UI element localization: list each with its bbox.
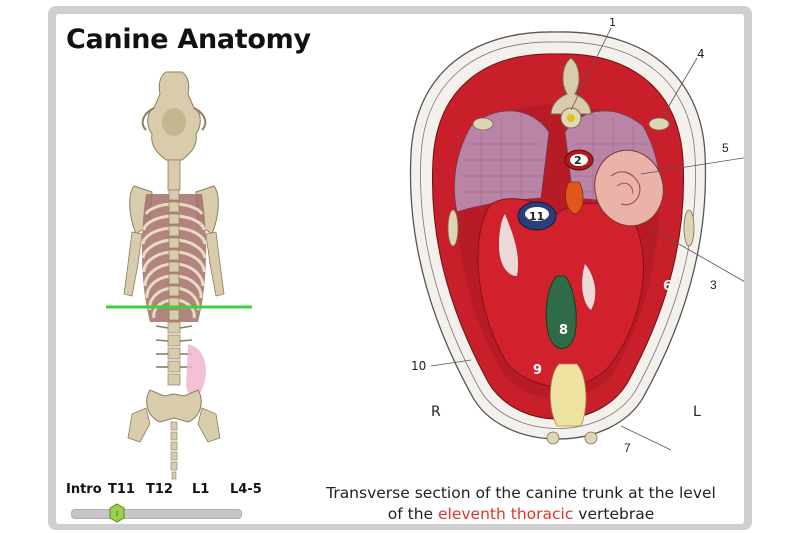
caption-line-1: Transverse section of the canine trunk a…	[311, 483, 731, 504]
caption-line-2-prefix: of the	[388, 505, 438, 523]
app-panel: Canine Anatomy	[56, 14, 744, 524]
slider-tick-labels: Intro T11 T12 L1 L4-5	[66, 482, 266, 500]
label-1: 1	[609, 16, 616, 29]
label-4: 4	[697, 47, 705, 61]
label-11: 11	[529, 210, 544, 223]
level-slider-track[interactable]	[71, 509, 242, 519]
caption-highlight: eleventh thoracic	[438, 505, 573, 523]
slider-stop-l1[interactable]: L1	[192, 482, 209, 497]
label-10: 10	[411, 359, 426, 373]
slider-stop-intro[interactable]: Intro	[66, 482, 102, 497]
section-caption: Transverse section of the canine trunk a…	[311, 483, 731, 524]
caption-line-2-suffix: vertebrae	[573, 505, 654, 523]
caption-line-2: of the eleventh thoracic vertebrae	[311, 504, 731, 524]
label-left-side: L	[693, 404, 701, 420]
svg-text:I: I	[116, 510, 118, 518]
transverse-section-illustration: 1 4 2 11 6 8 9 10 R L	[371, 14, 744, 474]
label-7: 7	[624, 441, 631, 455]
label-6: 6	[663, 279, 672, 294]
slider-stop-t11[interactable]: T11	[108, 482, 135, 497]
level-slider-thumb[interactable]: I	[108, 503, 126, 523]
page-title: Canine Anatomy	[66, 24, 311, 55]
label-5: 5	[722, 141, 729, 155]
app-frame: Canine Anatomy	[48, 6, 752, 530]
slider-stop-t12[interactable]: T12	[146, 482, 173, 497]
skeleton-dorsal-view	[84, 64, 264, 484]
label-right-side: R	[431, 404, 441, 420]
label-9: 9	[533, 363, 542, 378]
label-2: 2	[574, 154, 582, 167]
label-3: 3	[710, 278, 717, 292]
label-8: 8	[559, 323, 568, 338]
slider-stop-l4-5[interactable]: L4-5	[230, 482, 262, 497]
